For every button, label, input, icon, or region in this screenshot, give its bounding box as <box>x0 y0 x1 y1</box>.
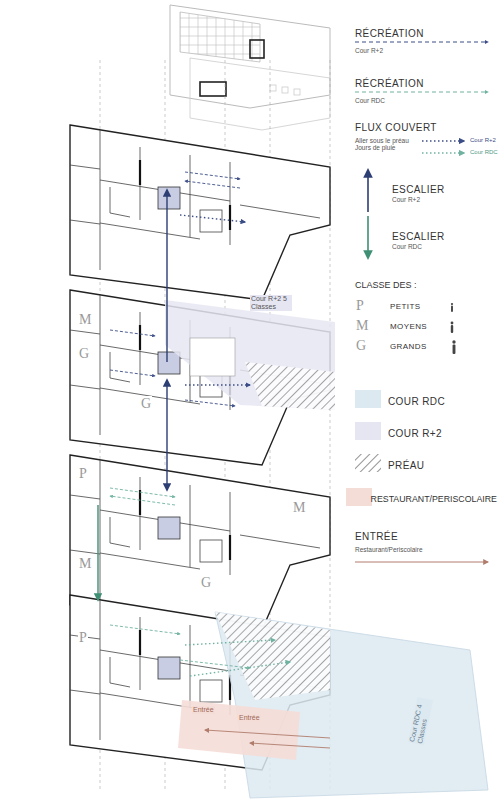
class-letter: G <box>78 346 90 362</box>
legend-sample <box>422 152 464 154</box>
hatch-swatch <box>355 454 381 472</box>
legend-text: RÉCRÉATION <box>355 28 424 40</box>
legend-text: FLUX COUVERT <box>355 122 437 134</box>
class-letter: M <box>78 556 92 572</box>
person-icon <box>452 340 455 354</box>
legend-note: Cour RDC <box>470 149 498 156</box>
legend-text: PETITS <box>390 302 420 311</box>
legend-note: Cour RDC <box>392 243 422 250</box>
legend-text: ENTRÉE <box>355 531 398 543</box>
color-swatch <box>346 488 372 506</box>
class-letter: G <box>200 575 212 591</box>
legend-note: P <box>356 298 364 314</box>
legend-sample <box>355 42 488 43</box>
person-icon <box>451 303 453 312</box>
legend-text: COUR RDC <box>388 396 445 408</box>
legend-note: G <box>356 338 366 354</box>
person-icon <box>451 322 454 333</box>
legend-sample <box>355 92 488 93</box>
class-letter: G <box>140 396 152 412</box>
color-swatch <box>355 422 381 440</box>
class-letter: P <box>78 466 88 482</box>
legend-note: M <box>356 318 368 334</box>
class-letter: M <box>78 312 92 328</box>
legend-note: CLASSE DES : <box>355 280 417 290</box>
legend-text: COUR R+2 <box>388 428 442 440</box>
legend-text: RESTAURANT/PERISCOLAIRE <box>371 494 497 504</box>
legend-text: PRÉAU <box>388 460 424 472</box>
legend-text: ESCALIER <box>392 231 445 243</box>
legend-sample <box>422 140 464 142</box>
legend-text: GRANDS <box>390 342 427 351</box>
legend-text: ESCALIER <box>392 184 445 196</box>
legend-sample <box>367 216 369 258</box>
legend-text: MOYENS <box>390 322 427 331</box>
legend-note: Aller sous le préau Jours de pluie <box>355 137 419 152</box>
legend-note: Cour RDC <box>355 97 385 104</box>
plan-label: Entrée <box>238 714 261 722</box>
class-letter: P <box>78 630 88 646</box>
legend-note: Cour R+2 <box>355 47 383 54</box>
legend-note: Cour R+2 <box>392 196 420 203</box>
legend-sample <box>367 170 369 212</box>
color-swatch <box>355 390 381 408</box>
plan-label: Entrée <box>192 706 215 714</box>
legend-note: Cour R+2 <box>470 137 496 144</box>
legend-sample <box>355 562 488 563</box>
legend-note: Restaurant/Periscolaire <box>355 546 423 553</box>
plan-label: Cour R+2 5 Classes <box>250 295 292 311</box>
legend-text: RÉCRÉATION <box>355 78 424 90</box>
class-letter: M <box>292 500 306 516</box>
